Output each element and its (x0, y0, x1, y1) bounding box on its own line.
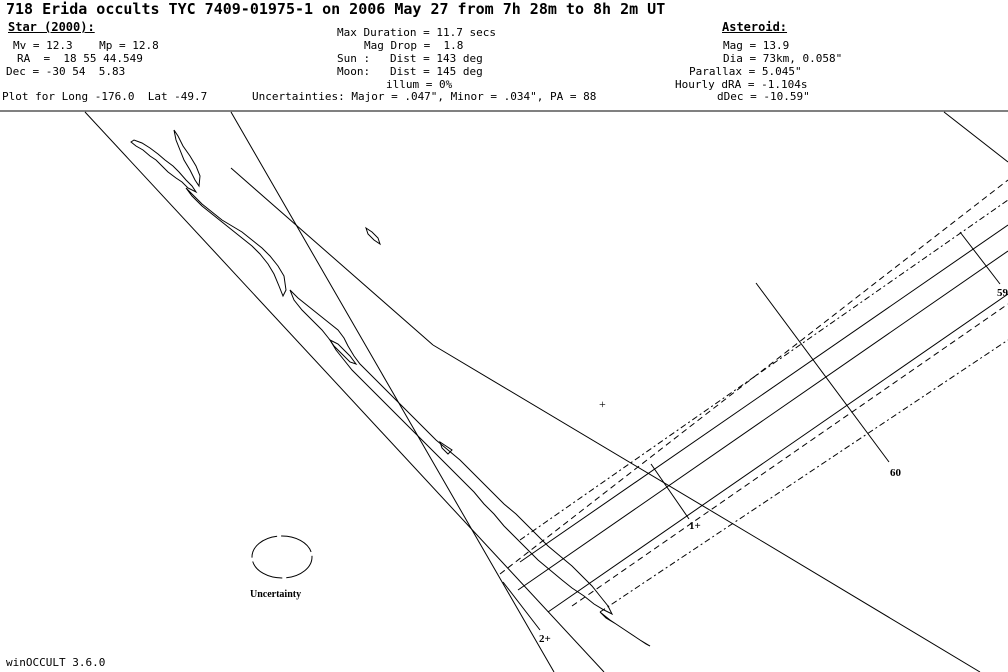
coastline-small-2 (439, 440, 453, 455)
moon-illumination: illum = 0% (386, 78, 453, 91)
coastline-north-peninsula (173, 129, 201, 188)
sigma-label-1: 1+ (689, 520, 701, 532)
time-label-60: 60 (890, 467, 902, 479)
max-duration: Max Duration = 11.7 secs (337, 26, 496, 39)
asteroid-diameter: Dia = 73km, 0.058" (723, 52, 843, 65)
path-sigma-south (571, 303, 1008, 607)
asteroid-mag: Mag = 13.9 (723, 39, 790, 52)
star-magnitudes: Mv = 12.3 Mp = 12.8 (13, 39, 159, 52)
coastline (130, 129, 651, 647)
coastline-small-1 (328, 338, 358, 365)
boundary-line-long-2 (432, 344, 761, 541)
uncertainty-label: Uncertainty (250, 589, 301, 600)
asteroid-parallax: Parallax = 5.045" (689, 65, 802, 78)
footer-version: winOCCULT 3.6.0 (6, 656, 106, 669)
uncertainty-ellipse (251, 535, 313, 579)
moon-distance: Moon: Dist = 145 deg (337, 65, 483, 78)
star-heading: Star (2000): (8, 20, 95, 34)
path-sigma2-south (599, 339, 1008, 613)
coastline-central (185, 187, 287, 298)
boundary-line-long (230, 167, 434, 346)
path-centre-line (519, 224, 1008, 563)
page-title: 718 Erida occults TYC 7409-01975-1 on 20… (6, 0, 666, 18)
asteroid-hourly-dra: Hourly dRA = -1.104s (675, 78, 808, 91)
coastline-island (365, 226, 381, 246)
mag-drop: Mag Drop = 1.8 (364, 39, 464, 52)
boundary-line-diagonal (230, 111, 555, 672)
boundary-lines (84, 111, 1008, 672)
sigma-tick-1 (650, 463, 690, 520)
sigma-tick-2 (502, 581, 541, 631)
asteroid-ddec: dDec = -10.59" (717, 90, 810, 103)
time-ticks (502, 231, 1001, 631)
boundary-line-outer (84, 111, 605, 672)
sun-distance: Sun : Dist = 143 deg (337, 52, 483, 65)
sigma-label-2: 2+ (539, 633, 551, 645)
boundary-line-long-3 (759, 539, 981, 672)
coastline-south-island (289, 289, 614, 616)
time-tick-60 (755, 282, 890, 463)
observer-center-mark: + (599, 397, 606, 411)
star-ra: RA = 18 55 44.549 (17, 52, 143, 65)
star-dec: Dec = -30 54 5.83 (6, 65, 126, 78)
time-label-59: 59 (997, 287, 1008, 299)
plot-location: Plot for Long -176.0 Lat -49.7 (2, 90, 208, 103)
path-sigma2-north (519, 199, 1008, 541)
path-northern-limit (517, 250, 1008, 591)
time-tick-59 (959, 231, 1001, 285)
uncertainties: Uncertainties: Major = .047", Minor = .0… (252, 90, 597, 103)
occultation-path (499, 179, 1008, 613)
coastline-south-tip (599, 611, 651, 647)
boundary-line-topright (943, 111, 1008, 163)
path-southern-limit (547, 293, 1008, 613)
coastline-north-island (130, 139, 198, 194)
asteroid-heading: Asteroid: (722, 20, 788, 34)
